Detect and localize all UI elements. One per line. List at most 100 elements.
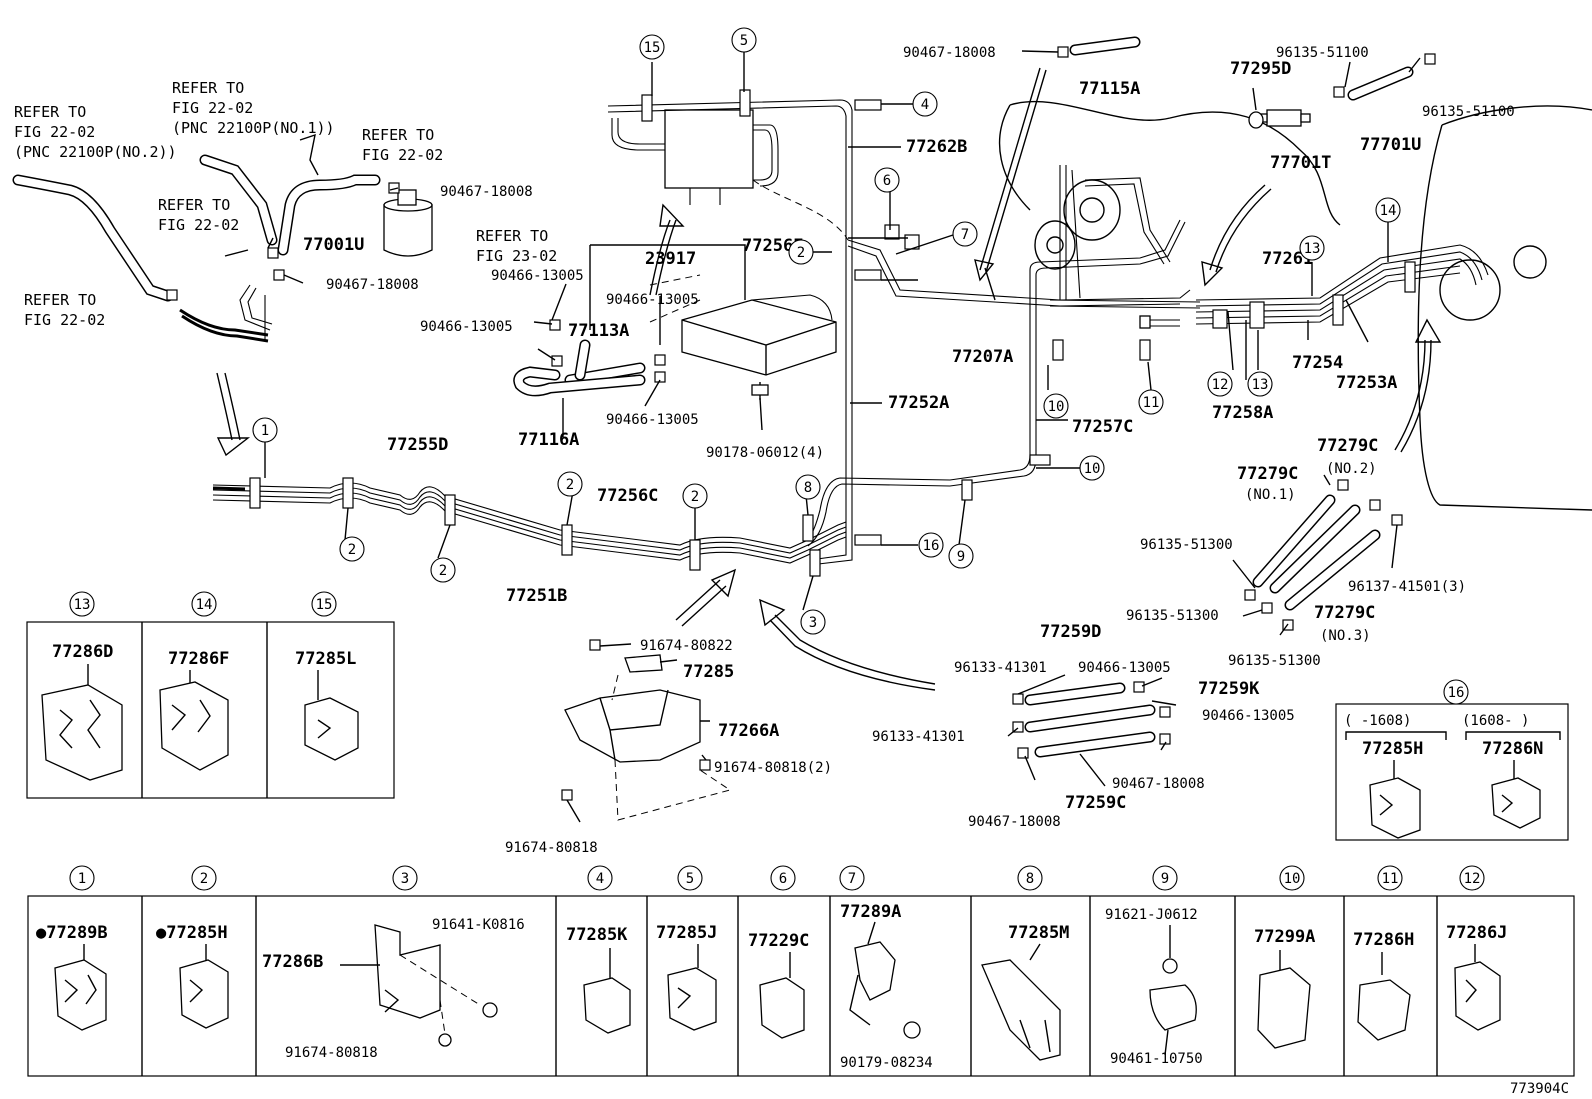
detail-panels-13-14-15: 13 14 15 77286D 77286F 77285L: [26, 591, 395, 799]
callout-1-a: 1: [252, 417, 278, 443]
label-77279C-no2: 77279C: [1317, 436, 1378, 456]
bottom-panel-1-number: 1: [69, 865, 95, 891]
label-90467-18008-b: 90467-18008: [326, 277, 419, 293]
label-77256F: 77256F: [742, 236, 803, 256]
refer4-line2: FIG 22-02: [158, 216, 239, 234]
panel-16-range-a: ( -1608): [1344, 713, 1411, 729]
refer2-line1: REFER TO: [172, 79, 244, 97]
label-77256C: 77256C: [597, 486, 658, 506]
evap-hoses-upper-left: [12, 133, 433, 343]
callout-10-b: 10: [1079, 455, 1105, 481]
callout-11-a: 11: [1138, 389, 1164, 415]
label-90466-13005-c: 90466-13005: [420, 319, 513, 335]
callout-14-a: 14: [1375, 197, 1401, 223]
detail-panels-bottom: 1 2 3 4 5 6 7 8 9 10 11 12 ●77289B ●7728…: [27, 865, 1575, 1077]
callout-5-a: 5: [731, 27, 757, 53]
refer5-line1: REFER TO: [476, 227, 548, 245]
label-96135-51100-a: 96135-51100: [1276, 45, 1369, 61]
svg-text:16: 16: [1448, 685, 1465, 701]
svg-text:4: 4: [921, 97, 929, 113]
hoses-77259: [1024, 682, 1156, 758]
label-77285: 77285: [683, 662, 734, 682]
panel-15-part: 77285L: [295, 649, 356, 669]
callout-10-a: 10: [1043, 393, 1069, 419]
label-77259D: 77259D: [1040, 622, 1101, 642]
label-77116A: 77116A: [518, 430, 579, 450]
svg-text:3: 3: [809, 615, 817, 631]
svg-text:10: 10: [1284, 871, 1301, 887]
callout-9-a: 9: [948, 543, 974, 569]
svg-text:2: 2: [439, 563, 447, 579]
bottom-panel-7-sub1: 90179-08234: [840, 1055, 933, 1071]
refer4-line1: REFER TO: [158, 196, 230, 214]
bottom-panel-10-number: 10: [1279, 865, 1305, 891]
label-77259C: 77259C: [1065, 793, 1126, 813]
fuel-pump-module: [1034, 165, 1201, 309]
refer1-line1: REFER TO: [14, 103, 86, 121]
svg-text:2: 2: [200, 871, 208, 887]
label-77262B: 77262B: [906, 137, 967, 157]
bottom-panel-6-number: 6: [770, 865, 796, 891]
bottom-panel-7-number: 7: [839, 865, 865, 891]
evap-unit-23917: [589, 244, 837, 400]
bottom-panel-1-part: ●77289B: [36, 923, 108, 943]
label-77254: 77254: [1292, 353, 1343, 373]
hose-77115A: [1069, 36, 1141, 56]
leader-lines: [224, 50, 1421, 823]
label-96137-41501: 96137-41501(3): [1348, 579, 1466, 595]
refer1-line3: (PNC 22100P(NO.2)): [14, 143, 177, 161]
svg-text:1: 1: [78, 871, 86, 887]
bottom-panel-4-part: 77285K: [566, 925, 628, 945]
bottom-panel-9-part: 91621-J0612: [1105, 907, 1198, 923]
panel-14-part: 77286F: [168, 649, 229, 669]
callout-3-a: 3: [800, 609, 826, 635]
callout-7-a: 7: [952, 221, 978, 247]
label-91674-80818-2: 91674-80818(2): [714, 760, 832, 776]
svg-text:8: 8: [804, 480, 812, 496]
label-77279C-no3: 77279C: [1314, 603, 1375, 623]
svg-text:12: 12: [1212, 377, 1229, 393]
svg-text:2: 2: [348, 542, 356, 558]
callout-16-a: 16: [918, 532, 944, 558]
bottom-panel-2-number: 2: [191, 865, 217, 891]
callout-2-d: 2: [557, 471, 583, 497]
refer2-line2: FIG 22-02: [172, 99, 253, 117]
panel-15-number: 15: [311, 591, 337, 617]
svg-text:10: 10: [1084, 461, 1101, 477]
label-no1: (NO.1): [1245, 487, 1296, 503]
panel-13-part: 77286D: [52, 642, 113, 662]
label-96135-51100-b: 96135-51100: [1422, 104, 1515, 120]
panel-13-number: 13: [69, 591, 95, 617]
callout-15-a: 15: [639, 34, 665, 60]
callout-2-c: 2: [430, 557, 456, 583]
detail-panel-16: 16 ( -1608) (1608- ) 77285H 77286N: [1335, 679, 1569, 841]
panel-16-range-b: (1608- ): [1462, 713, 1529, 729]
bottom-panel-7-part: 77289A: [840, 902, 901, 922]
svg-text:10: 10: [1048, 399, 1065, 415]
callout-12-a: 12: [1207, 371, 1233, 397]
bottom-panel-3-number: 3: [392, 865, 418, 891]
label-77266A: 77266A: [718, 721, 779, 741]
label-77253A: 77253A: [1336, 373, 1397, 393]
fuel-tank-outline: [998, 100, 1592, 511]
panel-16-part-b: 77286N: [1482, 739, 1543, 759]
svg-text:2: 2: [797, 245, 805, 261]
part-number-labels: 90467-18008 77115A 77295D 96135-51100 96…: [303, 45, 1515, 856]
callout-2-b: 2: [339, 536, 365, 562]
refer5-line2: FIG 23-02: [476, 247, 557, 265]
svg-text:4: 4: [596, 871, 604, 887]
svg-text:9: 9: [1161, 871, 1169, 887]
label-77252A: 77252A: [888, 393, 949, 413]
hose-77701U: [1248, 66, 1414, 129]
svg-text:8: 8: [1026, 871, 1034, 887]
panel-14-number: 14: [191, 591, 217, 617]
refer6-line1: REFER TO: [24, 291, 96, 309]
bottom-panel-3-sub2: 91674-80818: [285, 1045, 378, 1061]
callout-13-a: 13: [1299, 235, 1325, 261]
bottom-panel-5-number: 5: [677, 865, 703, 891]
label-no2: (NO.2): [1326, 461, 1377, 477]
refer3-line1: REFER TO: [362, 126, 434, 144]
label-77113A: 77113A: [568, 321, 629, 341]
svg-text:15: 15: [644, 40, 661, 56]
